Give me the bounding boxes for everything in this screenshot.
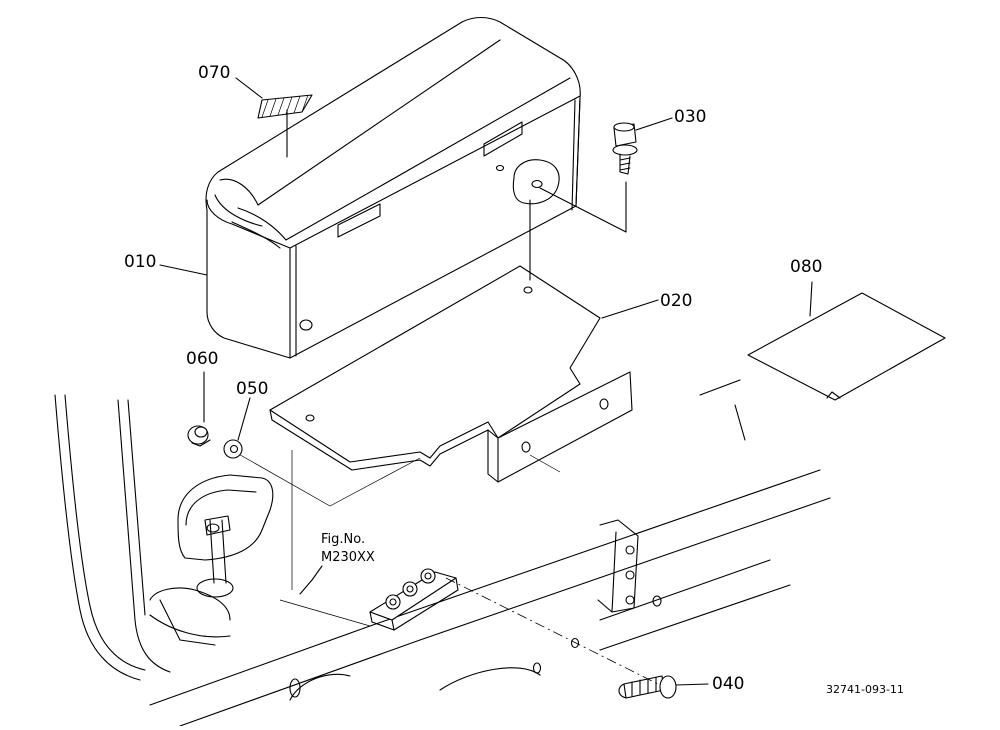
callout-060: 060: [186, 349, 219, 369]
bolt-030: [612, 117, 673, 175]
nut-060: [187, 371, 211, 447]
callout-080: 080: [790, 257, 823, 277]
toolbox-010: [205, 16, 581, 359]
callout-010: 010: [124, 252, 157, 272]
figure-reference-line2: M230XX: [321, 550, 375, 565]
callout-070: 070: [198, 63, 231, 83]
tractor-frame: [54, 379, 831, 727]
callout-040: 040: [712, 674, 745, 694]
callout-050: 050: [236, 379, 269, 399]
callout-030: 030: [674, 107, 707, 127]
figure-reference-line1: Fig.No.: [321, 532, 366, 547]
reference-pointer: [299, 565, 323, 595]
bolt-040: [445, 577, 709, 699]
bracket-plate-020: [234, 181, 659, 507]
leader-010: [159, 264, 208, 276]
callout-020: 020: [660, 291, 693, 311]
washer-050: [223, 397, 251, 459]
drawing-number: 32741-093-11: [826, 683, 904, 696]
sheet-080: [747, 281, 946, 401]
label-070: [235, 77, 313, 158]
